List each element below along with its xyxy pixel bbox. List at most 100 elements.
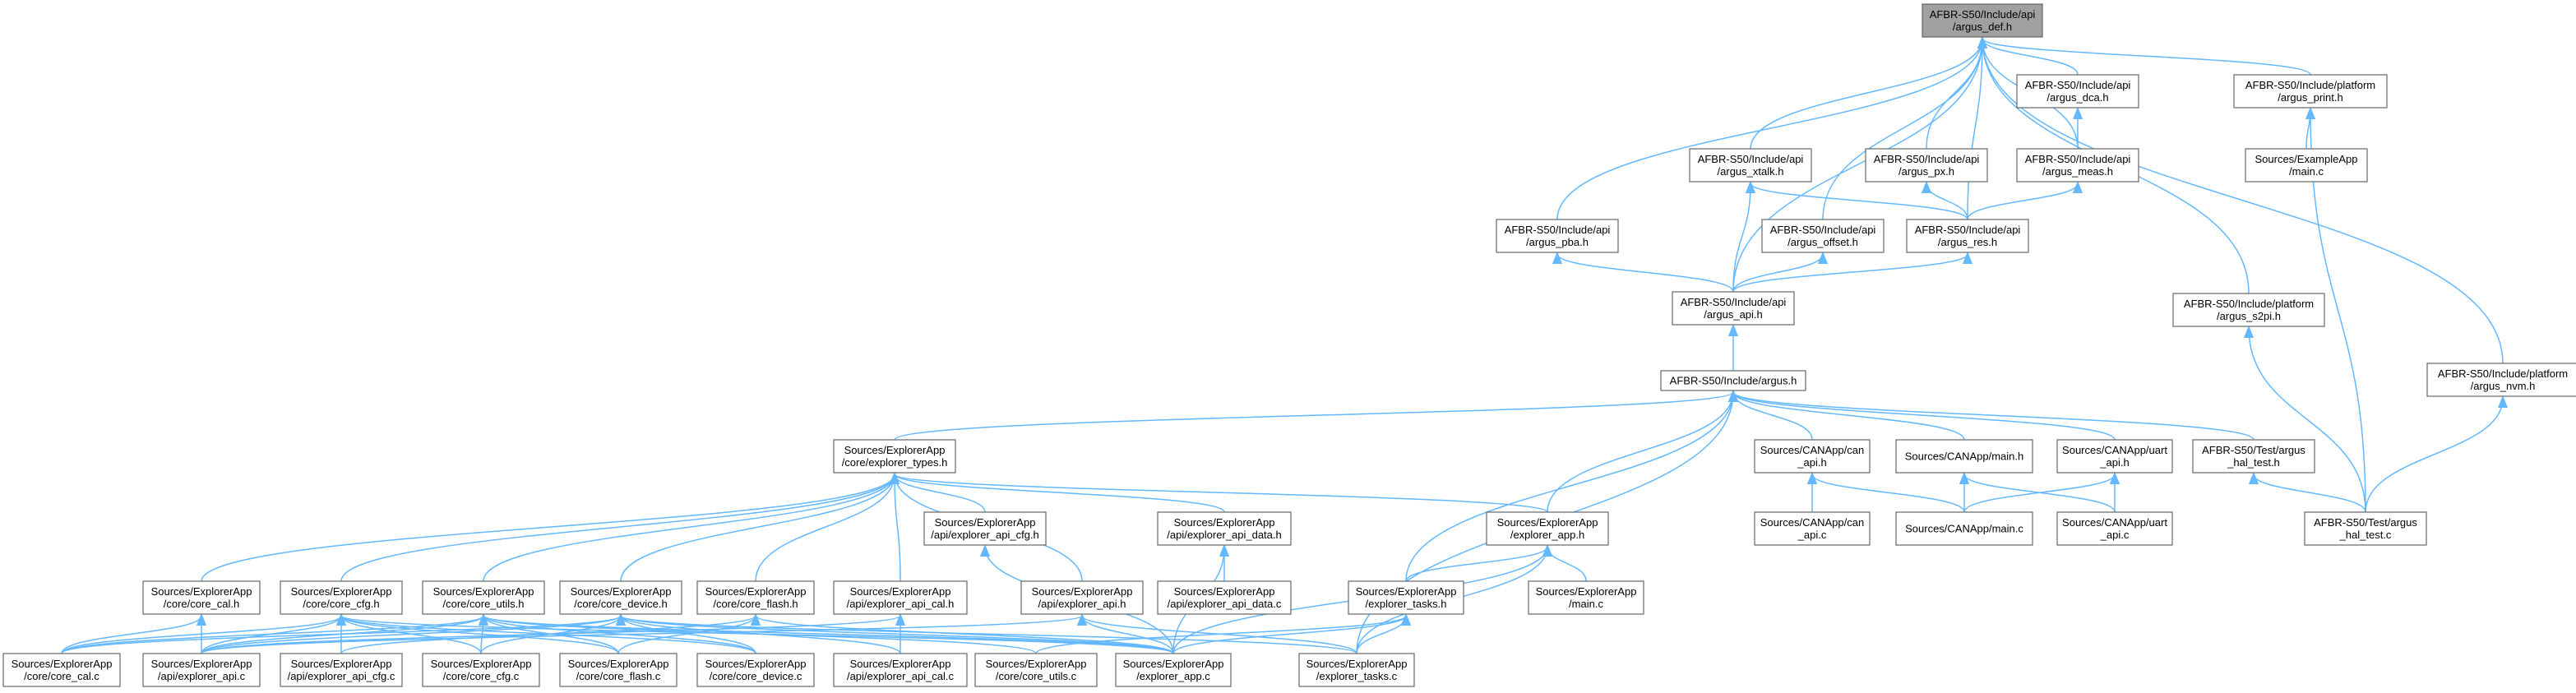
node-api-c[interactable]: Sources/ExplorerApp/api/explorer_api.c	[142, 653, 261, 687]
node-label-line: AFBR-S50/Include/argus.h	[1670, 375, 1797, 387]
edge-argus_res-to-argus_meas	[1967, 183, 2078, 220]
node-label-line: /explorer_tasks.c	[1316, 670, 1398, 682]
edge-api_c-to-api_h	[201, 616, 1082, 654]
node-argus-meas[interactable]: AFBR-S50/Include/api/argus_meas.h	[2016, 148, 2139, 182]
node-argus-s2pi[interactable]: AFBR-S50/Include/platform/argus_s2pi.h	[2172, 293, 2325, 327]
node-label-line: /argus_res.h	[1938, 236, 1997, 248]
node-box	[142, 653, 261, 687]
node-box	[1496, 219, 1619, 253]
node-box	[974, 653, 1098, 687]
node-box	[2016, 74, 2139, 109]
node-core-cfg-h[interactable]: Sources/ExplorerApp/core/core_cfg.h	[280, 580, 403, 615]
edge-explorer_tasks_h-to-argus_h	[1405, 392, 1733, 582]
node-argus-px[interactable]: AFBR-S50/Include/api/argus_px.h	[1865, 148, 1988, 182]
node-core-cfg-c[interactable]: Sources/ExplorerApp/core/core_cfg.c	[422, 653, 540, 687]
node-argus-hal-test-h[interactable]: AFBR-S50/Test/argus_hal_test.h	[2192, 439, 2315, 474]
node-label-line: /argus_xtalk.h	[1718, 165, 1784, 178]
node-argus-print[interactable]: AFBR-S50/Include/platform/argus_print.h	[2233, 74, 2388, 109]
node-label-line: /api/explorer_api.c	[158, 670, 246, 682]
node-explorer-types[interactable]: Sources/ExplorerApp/core/explorer_types.…	[833, 439, 956, 474]
node-argus-pba[interactable]: AFBR-S50/Include/api/argus_pba.h	[1496, 219, 1619, 253]
node-argus-h[interactable]: AFBR-S50/Include/argus.h	[1660, 370, 1806, 391]
node-core-device-h[interactable]: Sources/ExplorerApp/core/core_device.h	[559, 580, 682, 615]
edge-core_cal_c-to-core_cal_h	[61, 616, 201, 654]
node-core-utils-c[interactable]: Sources/ExplorerApp/core/core_utils.c	[974, 653, 1098, 687]
node-label-line: /core/core_device.c	[710, 670, 802, 682]
node-box	[422, 580, 545, 615]
node-explorer-tasks-h[interactable]: Sources/ExplorerApp/explorer_tasks.h	[1348, 580, 1464, 615]
node-box	[422, 653, 540, 687]
node-explorer-main-c[interactable]: Sources/ExplorerApp/main.c	[1528, 580, 1644, 615]
node-argus-res[interactable]: AFBR-S50/Include/api/argus_res.h	[1906, 219, 2029, 253]
node-label-line: /main.c	[2289, 165, 2324, 178]
node-explorer-app-h[interactable]: Sources/ExplorerApp/explorer_app.h	[1486, 511, 1609, 546]
node-argus-nvm[interactable]: AFBR-S50/Include/platform/argus_nvm.h	[2426, 363, 2576, 397]
node-label-line: Sources/ExplorerApp	[1174, 585, 1275, 598]
node-argus-offset[interactable]: AFBR-S50/Include/api/argus_offset.h	[1761, 219, 1885, 253]
node-can-main-h[interactable]: Sources/CANApp/main.h	[1895, 439, 2033, 474]
node-label-line: AFBR-S50/Include/api	[1770, 224, 1876, 236]
node-core-cal-c[interactable]: Sources/ExplorerApp/core/core_cal.c	[2, 653, 121, 687]
edge-core_cal_c-to-core_utils_h	[61, 616, 483, 654]
node-label-line: /argus_dca.h	[2046, 91, 2108, 104]
node-box	[2, 653, 121, 687]
node-argus-dca[interactable]: AFBR-S50/Include/api/argus_dca.h	[2016, 74, 2139, 109]
node-api-data-h[interactable]: Sources/ExplorerApp/api/explorer_api_dat…	[1157, 511, 1292, 546]
node-explorer-tasks-c[interactable]: Sources/ExplorerApp/explorer_tasks.c	[1298, 653, 1415, 687]
node-example-main[interactable]: Sources/ExampleApp/main.c	[2245, 148, 2368, 182]
node-can-api-c[interactable]: Sources/CANApp/can_api.c	[1754, 511, 1871, 546]
node-uart-api-h[interactable]: Sources/CANApp/uart_api.h	[2056, 439, 2173, 474]
node-label-line: Sources/CANApp/can	[1760, 444, 1864, 456]
node-argus-xtalk[interactable]: AFBR-S50/Include/api/argus_xtalk.h	[1689, 148, 1812, 182]
edge-can_main_c-to-can_api_h	[1812, 474, 1965, 513]
node-core-flash-h[interactable]: Sources/ExplorerApp/core/core_flash.h	[696, 580, 815, 615]
node-can-main-c[interactable]: Sources/CANApp/main.c	[1895, 511, 2033, 546]
node-argus-hal-test-c[interactable]: AFBR-S50/Test/argus_hal_test.c	[2304, 511, 2427, 546]
node-label-line: Sources/ExplorerApp	[571, 585, 672, 598]
node-label-line: Sources/ExplorerApp	[1032, 585, 1133, 598]
node-box	[923, 511, 1047, 546]
node-box	[280, 653, 403, 687]
edge-api_c-to-core_utils_h	[201, 616, 483, 654]
node-explorer-app-c[interactable]: Sources/ExplorerApp/explorer_app.c	[1115, 653, 1232, 687]
node-box	[1906, 219, 2029, 253]
node-api-cfg-c[interactable]: Sources/ExplorerApp/api/explorer_api_cfg…	[280, 653, 403, 687]
edge-uart_api_h-to-argus_h	[1733, 392, 2116, 441]
edge-core_cal_h-to-explorer_types	[201, 474, 895, 582]
edge-explorer_app_c-to-core_utils_h	[483, 616, 1174, 654]
edge-api_cal_h-to-explorer_types	[895, 474, 901, 582]
node-label-line: /core/core_cfg.h	[303, 598, 379, 610]
node-label-line: _hal_test.h	[2227, 456, 2280, 469]
node-label-line: /argus_offset.h	[1787, 236, 1858, 248]
node-label-line: AFBR-S50/Include/api	[2025, 153, 2131, 165]
node-can-api-h[interactable]: Sources/CANApp/can_api.h	[1754, 439, 1871, 474]
node-label-line: Sources/ExplorerApp	[151, 658, 252, 670]
node-api-cal-c[interactable]: Sources/ExplorerApp/api/explorer_api_cal…	[833, 653, 968, 687]
node-core-device-c[interactable]: Sources/ExplorerApp/core/core_device.c	[696, 653, 815, 687]
edge-can_main_c-to-uart_api_h	[1963, 474, 2115, 513]
node-label-line: Sources/ExplorerApp	[1356, 585, 1457, 598]
edge-api_c-to-api_cal_h	[201, 616, 900, 654]
node-api-cfg-h[interactable]: Sources/ExplorerApp/api/explorer_api_cfg…	[923, 511, 1047, 546]
node-label-line: AFBR-S50/Include/platform	[2438, 367, 2568, 380]
node-label-line: /explorer_app.h	[1510, 529, 1584, 541]
node-uart-api-c[interactable]: Sources/CANApp/uart_api.c	[2056, 511, 2173, 546]
node-core-utils-h[interactable]: Sources/ExplorerApp/core/core_utils.h	[422, 580, 545, 615]
node-core-cal-h[interactable]: Sources/ExplorerApp/core/core_cal.h	[142, 580, 261, 615]
node-label-line: _api.c	[2100, 529, 2130, 541]
node-label-line: /api/explorer_api.h	[1038, 598, 1126, 610]
node-label-line: /core/core_utils.h	[443, 598, 525, 610]
node-box	[1895, 511, 2033, 546]
node-api-cal-h[interactable]: Sources/ExplorerApp/api/explorer_api_cal…	[833, 580, 968, 615]
node-api-data-c[interactable]: Sources/ExplorerApp/api/explorer_api_dat…	[1157, 580, 1292, 615]
node-label-line: /argus_nvm.h	[2471, 380, 2536, 392]
node-label-line: /core/core_flash.c	[576, 670, 661, 682]
node-box	[1528, 580, 1644, 615]
node-label-line: Sources/ExplorerApp	[1123, 658, 1224, 670]
node-api-h[interactable]: Sources/ExplorerApp/api/explorer_api.h	[1020, 580, 1144, 615]
node-core-flash-c[interactable]: Sources/ExplorerApp/core/core_flash.c	[559, 653, 678, 687]
node-label-line: Sources/ExplorerApp	[151, 585, 252, 598]
node-label-line: Sources/ExplorerApp	[850, 585, 951, 598]
node-label-line: /core/core_cfg.c	[443, 670, 520, 682]
node-argus-api[interactable]: AFBR-S50/Include/api/argus_api.h	[1672, 291, 1795, 326]
